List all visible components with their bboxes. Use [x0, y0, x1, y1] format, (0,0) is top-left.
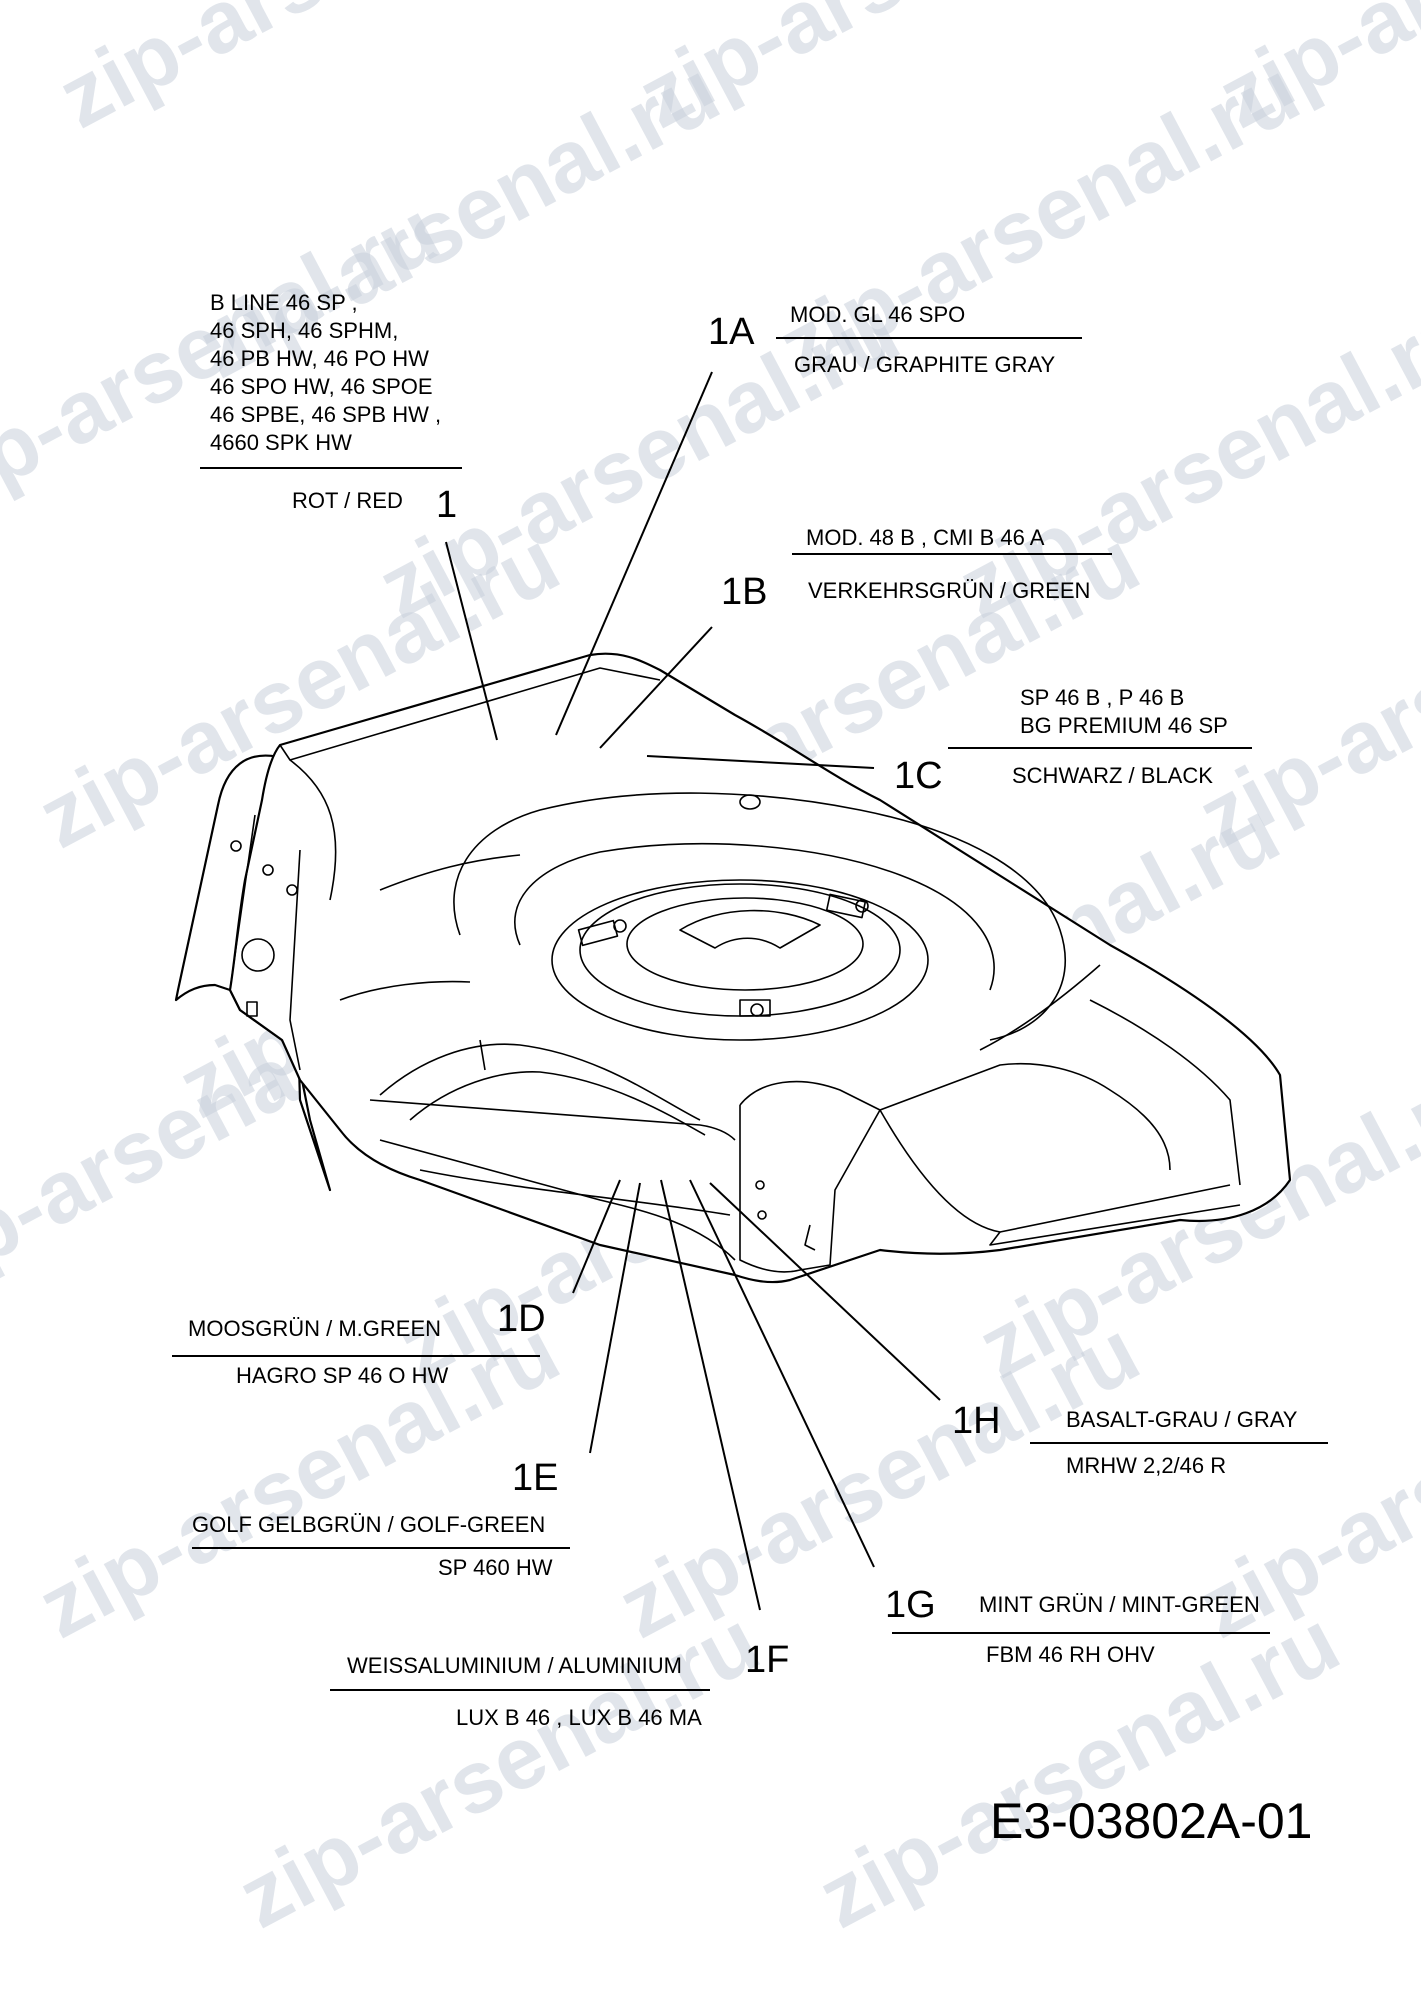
color-label: GRAU / GRAPHITE GRAY	[794, 352, 1056, 377]
rear-housing-ridge	[1089, 999, 1241, 1186]
rear-housing-slot	[804, 1224, 816, 1251]
color-label: SCHWARZ / BLACK	[1012, 763, 1213, 788]
top-hole	[739, 794, 761, 810]
color-label: MINT GRÜN / MINT-GREEN	[979, 1592, 1260, 1617]
part-code: 1B	[721, 571, 767, 613]
rear-housing	[739, 1062, 1171, 1171]
mount-tab	[577, 919, 619, 947]
callout-1E: 1E GOLF GELBGRÜN / GOLF-GREEN SP 460 HW	[192, 1457, 570, 1580]
bolt-hole	[286, 884, 298, 896]
part-code: 1E	[512, 1457, 558, 1499]
skirt-groove	[419, 1169, 731, 1216]
skirt-bottom	[379, 1139, 736, 1261]
motor-ring-cutout	[679, 909, 821, 949]
model-label: SP 460 HW	[438, 1555, 553, 1580]
leader-1F	[660, 1179, 761, 1611]
part-code: 1F	[745, 1639, 789, 1681]
watermark: zip-arsenal.ru	[222, 1591, 774, 1947]
rear-channel	[879, 1109, 1231, 1233]
model-label: MRHW 2,2/46 R	[1066, 1453, 1226, 1478]
leader-1H	[709, 1182, 941, 1401]
mount-hole	[855, 899, 869, 913]
bolt-hole	[230, 840, 242, 852]
watermark: zip-arsenal.ru	[22, 1301, 574, 1657]
leader-1D	[572, 1179, 621, 1294]
color-label: ROT / RED	[292, 488, 403, 513]
motor-ring-outer	[551, 879, 929, 1041]
color-label: GOLF GELBGRÜN / GOLF-GREEN	[192, 1512, 545, 1537]
skirt-top	[369, 1099, 736, 1141]
leader-1C	[646, 755, 875, 769]
leader-1A	[555, 371, 713, 736]
mount-hole	[613, 919, 627, 933]
front-lip-inner	[409, 1071, 706, 1136]
deck-contour	[979, 964, 1101, 1051]
side-panel-outline	[229, 814, 301, 1071]
callout-1: B LINE 46 SP , 46 SPH, 46 SPHM, 46 PB HW…	[200, 290, 462, 526]
model-line: 4660 SPK HW	[210, 430, 352, 455]
mount-tab	[825, 893, 867, 919]
deck-contour	[479, 1039, 486, 1071]
axle-hole	[241, 938, 275, 972]
model-label: MOD. 48 B , CMI B 46 A	[806, 525, 1045, 550]
part-code: 1D	[497, 1298, 546, 1340]
motor-dome	[453, 792, 1066, 1041]
document-id: E3-03802A-01	[990, 1793, 1312, 1849]
deck-contour	[339, 980, 471, 1001]
model-line: 46 PB HW, 46 PO HW	[210, 346, 429, 371]
leader-1G	[689, 1179, 875, 1568]
rear-channel-inner	[989, 1204, 1241, 1246]
leader-1E	[589, 1182, 641, 1454]
deck-contour	[379, 854, 521, 891]
mower-deck-drawing	[174, 652, 1292, 1284]
color-label: VERKEHRSGRÜN / GREEN	[808, 578, 1090, 603]
part-code: 1A	[708, 311, 755, 353]
leader-1B	[599, 626, 713, 749]
rear-bolt-hole	[757, 1210, 767, 1220]
color-label: WEISSALUMINIUM / ALUMINIUM	[347, 1653, 682, 1678]
deck-top-edge	[279, 667, 661, 761]
model-label: FBM 46 RH OHV	[986, 1642, 1155, 1667]
deck-top-ridge	[289, 759, 337, 901]
model-label: MOD. GL 46 SPO	[790, 302, 965, 327]
watermark: zip-arsenal.ru	[42, 0, 594, 147]
bolt-hole	[262, 864, 274, 876]
callout-1B: MOD. 48 B , CMI B 46 A 1B VERKEHRSGRÜN /…	[721, 525, 1112, 613]
bracket-slot	[246, 1001, 258, 1017]
part-code: 1G	[885, 1584, 936, 1626]
rear-housing-front	[739, 1105, 881, 1273]
callout-1D: MOOSGRÜN / M.GREEN 1D HAGRO SP 46 O HW	[172, 1298, 546, 1388]
model-line: 46 SPH, 46 SPHM,	[210, 318, 398, 343]
part-code: 1H	[952, 1400, 1001, 1442]
leader-1	[445, 541, 498, 741]
motor-dome-inner	[514, 842, 995, 991]
model-line: BG PREMIUM 46 SP	[1020, 713, 1228, 738]
callout-1H: 1H BASALT-GRAU / GRAY MRHW 2,2/46 R	[952, 1400, 1328, 1478]
model-line: 46 SPO HW, 46 SPOE	[210, 374, 433, 399]
model-label: HAGRO SP 46 O HW	[236, 1363, 449, 1388]
leader-lines	[445, 371, 941, 1611]
rear-bolt-hole	[755, 1180, 765, 1190]
model-label: LUX B 46 , LUX B 46 MA	[456, 1705, 702, 1730]
model-line: SP 46 B , P 46 B	[1020, 685, 1184, 710]
model-line: 46 SPBE, 46 SPB HW ,	[210, 402, 441, 427]
motor-ring-inner	[626, 897, 864, 991]
part-code: 1	[436, 484, 457, 526]
callout-1A: 1A MOD. GL 46 SPO GRAU / GRAPHITE GRAY	[708, 302, 1082, 377]
callout-1C: SP 46 B , P 46 B BG PREMIUM 46 SP 1C SCH…	[894, 685, 1252, 797]
mount-hole	[750, 1003, 764, 1017]
callout-1G: 1G MINT GRÜN / MINT-GREEN FBM 46 RH OHV	[885, 1584, 1270, 1667]
callout-1F: WEISSALUMINIUM / ALUMINIUM 1F LUX B 46 ,…	[330, 1639, 789, 1730]
color-label: MOOSGRÜN / M.GREEN	[188, 1316, 441, 1341]
part-code: 1C	[894, 755, 943, 797]
color-label: BASALT-GRAU / GRAY	[1066, 1407, 1298, 1432]
front-lip	[379, 1043, 701, 1121]
model-line: B LINE 46 SP ,	[210, 290, 358, 315]
